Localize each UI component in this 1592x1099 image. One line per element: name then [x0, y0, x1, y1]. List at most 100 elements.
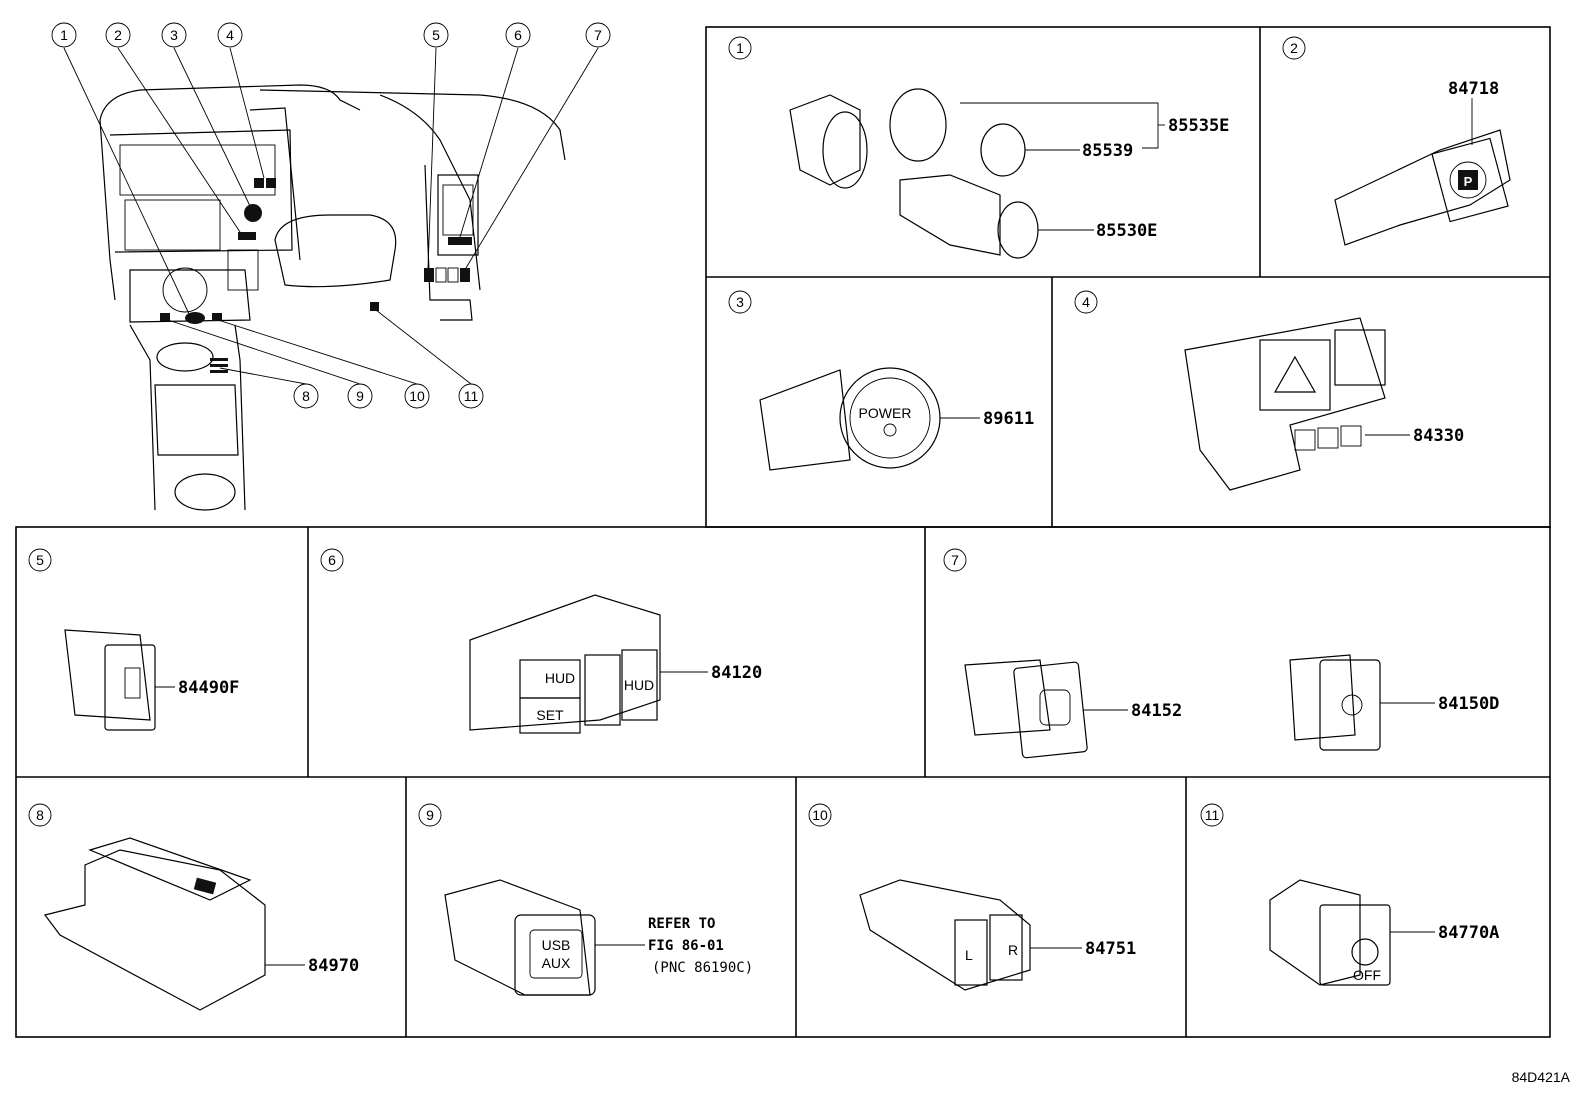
svg-text:R: R: [1008, 942, 1018, 958]
refer-note-line-3: (PNC 86190C): [652, 960, 753, 976]
panel-5-callout: 5: [36, 552, 44, 568]
overview-callout-6: 6: [505, 22, 531, 48]
svg-text:4: 4: [226, 27, 234, 43]
overview-callout-2: 2: [105, 22, 131, 48]
overview-callout-10: 10: [404, 383, 430, 409]
hud-adjust-button: [621, 649, 658, 721]
overview-callout-4: 4: [217, 22, 243, 48]
svg-text:2: 2: [114, 27, 122, 43]
svg-text:7: 7: [594, 27, 602, 43]
panel-6-callout: 6: [328, 552, 336, 568]
hazard-triangle-icon: [1273, 355, 1317, 393]
usb-face: [514, 914, 596, 996]
aux-label: AUX: [542, 955, 571, 971]
switch-a-body: [964, 659, 1051, 736]
part-85539: 85539: [1082, 141, 1133, 161]
dimmer-body: [1269, 879, 1361, 986]
second-button: [1334, 329, 1386, 386]
hud-switch-body: [469, 594, 661, 731]
usb-port: [529, 929, 583, 979]
switch-b-icon: [1341, 694, 1363, 716]
hazard-button: [1259, 339, 1331, 411]
part-84150D: 84150D: [1438, 694, 1499, 714]
overview-callout-1: 1: [51, 22, 77, 48]
panel-10: 10 L R 84751: [808, 803, 1136, 991]
dashboard-overview: [63, 47, 599, 511]
p-button: [1449, 161, 1487, 199]
part-84718: 84718: [1448, 79, 1499, 99]
switch-face: [104, 644, 156, 731]
overview-callout-9: 9: [347, 383, 373, 409]
svg-text:8: 8: [302, 388, 310, 404]
panel-7: 7 84152 84150D: [943, 548, 1499, 759]
switch-block-body: [43, 849, 266, 1011]
part-84330: 84330: [1413, 426, 1464, 446]
seat-heater-left: [954, 919, 988, 986]
panel-11: 11 OFF 84770A: [1200, 803, 1499, 986]
overview-callout-3: 3: [161, 22, 187, 48]
refer-note-line-1: REFER TO: [648, 916, 715, 932]
panel-4: 4 84330: [1074, 290, 1464, 491]
overview-callout-11: 11: [458, 383, 484, 409]
svg-text:5: 5: [432, 27, 440, 43]
panel-8-callout: 8: [36, 807, 44, 823]
overview-callout-7: 7: [585, 22, 611, 48]
panel-9: 9 USB AUX REFER TO FIG 86-01 (PNC 86190C…: [418, 803, 753, 996]
socket-ring: [822, 111, 868, 189]
switch-icon: [124, 667, 141, 699]
plug-face: [997, 201, 1039, 259]
svg-text:1: 1: [60, 27, 68, 43]
part-85530E: 85530E: [1096, 221, 1157, 241]
power-switch-body: [759, 369, 851, 471]
svg-text:HUD: HUD: [545, 670, 575, 686]
svg-text:3: 3: [170, 27, 178, 43]
switch-a-icon: [1039, 689, 1071, 726]
svg-text:L: L: [965, 947, 973, 963]
panel-grid: [15, 26, 1551, 1038]
seat-heater-body: [859, 879, 1031, 991]
figure-code: 84D421A: [1511, 1069, 1570, 1085]
overview-callout-8: 8: [293, 383, 319, 409]
svg-text:11: 11: [464, 388, 479, 404]
power-button-inner: [849, 377, 931, 459]
panel-4-callout: 4: [1082, 294, 1090, 310]
part-84970: 84970: [308, 956, 359, 976]
switch-b-body: [1289, 654, 1356, 741]
svg-text:OFF: OFF: [1353, 967, 1381, 983]
seat-heater-right: [989, 914, 1023, 981]
switch-face: [1431, 137, 1509, 223]
overview-callout-5: 5: [423, 22, 449, 48]
refer-note-line-2: FIG 86-01: [648, 938, 724, 954]
socket-body: [789, 94, 861, 186]
panel-9-callout: 9: [426, 807, 434, 823]
panel-11-callout: 11: [1205, 807, 1220, 823]
svg-text:SET: SET: [536, 707, 564, 723]
part-84152: 84152: [1131, 701, 1182, 721]
part-84770A: 84770A: [1438, 923, 1499, 943]
part-85535E: 85535E: [1168, 116, 1229, 136]
switch-body: [64, 629, 151, 721]
panel-10-callout: 10: [812, 807, 828, 823]
arrow-button: [584, 654, 621, 726]
panel-3-callout: 3: [736, 294, 744, 310]
panel-2-callout: 2: [1290, 40, 1298, 56]
part-84490F: 84490F: [178, 678, 239, 698]
part-84120: 84120: [711, 663, 762, 683]
power-label: POWER: [859, 405, 912, 421]
switch-block-top: [88, 837, 252, 901]
p-symbol: P: [1464, 174, 1473, 189]
panel-5: 5 84490F: [28, 548, 239, 731]
panel-8: 8 84970: [28, 803, 359, 1011]
svg-text:9: 9: [356, 388, 364, 404]
hazard-switch-body: [1184, 317, 1386, 491]
dimmer-knob: [1351, 938, 1379, 966]
svg-text:6: 6: [514, 27, 522, 43]
switch-a-face: [1013, 661, 1088, 759]
socket-cap: [889, 88, 947, 162]
panel-7-callout: 7: [951, 552, 959, 568]
part-84751: 84751: [1085, 939, 1136, 959]
svg-text:10: 10: [409, 388, 425, 404]
switch-b-face: [1319, 659, 1381, 751]
svg-text:HUD: HUD: [624, 677, 654, 693]
